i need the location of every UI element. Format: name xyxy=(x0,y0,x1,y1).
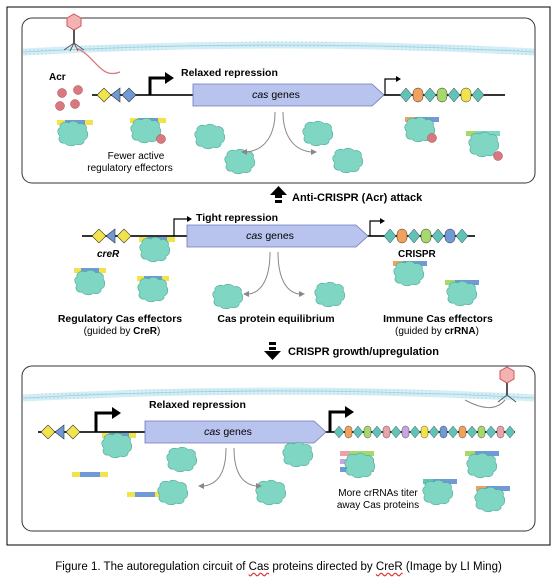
bot-promoter-head xyxy=(112,407,121,419)
top-crispr-promoter-head xyxy=(396,76,401,82)
bot-cas-operon xyxy=(144,420,327,444)
figure-caption: Figure 1. The autoregulation circuit of … xyxy=(0,561,557,573)
top-creR-repeat-2 xyxy=(121,87,137,103)
top-promoter-arrow xyxy=(148,76,165,95)
mid-operon-label: cas genes xyxy=(246,230,294,242)
top-creR-spacer xyxy=(110,87,121,103)
attack-arrow-label: Anti-CRISPR (Acr) attack xyxy=(292,192,423,204)
top-cas-operon xyxy=(192,83,385,107)
bot-crispr-promoter-head xyxy=(345,406,354,418)
acr-attack-arrow xyxy=(270,186,287,203)
mid-equilibrium-arrows xyxy=(243,251,305,297)
bot-creR-repeat-2 xyxy=(65,424,81,440)
caption-word-cas: Cas xyxy=(248,561,270,573)
immune-effectors-label: Immune Cas effectors xyxy=(383,313,493,325)
mid-regulatory-effectors xyxy=(74,268,169,303)
mid-creR-spacer xyxy=(105,228,116,244)
reg-effectors-sublabel: (guided by CreR) xyxy=(84,326,161,337)
bot-promoter-arrow xyxy=(94,411,112,432)
acr-proteins xyxy=(55,85,83,111)
bot-crispr-array xyxy=(333,425,516,439)
middle-section: creR Tight repression cas genes CRISPR xyxy=(58,212,493,337)
mid-crispr-promoter xyxy=(369,220,380,236)
equilibrium-label: Cas protein equilibrium xyxy=(217,313,334,325)
mid-creR-repeat-2 xyxy=(116,228,132,244)
caption-word-creR: CreR xyxy=(375,561,403,573)
bot-release-arrows xyxy=(198,447,262,489)
bottom-cell-outline xyxy=(21,365,536,532)
mid-bound-crRNA-tag2 xyxy=(167,237,175,242)
mid-bound-effector xyxy=(139,236,171,263)
mid-immune-effectors xyxy=(393,260,479,307)
mid-crispr-array xyxy=(383,228,469,244)
top-promoter-head xyxy=(165,72,174,84)
top-operon-label: cas genes xyxy=(252,89,300,101)
bot-note-line2: away Cas proteins xyxy=(337,500,419,511)
crispr-growth-arrow xyxy=(264,342,281,360)
top-release-arrows xyxy=(241,111,317,155)
mid-bound-crRNA-tag xyxy=(139,237,147,242)
reg-effectors-label: Regulatory Cas effectors xyxy=(58,313,182,325)
mid-promoter-label: Tight repression xyxy=(196,212,278,224)
bottom-membrane-edge xyxy=(22,390,535,399)
mid-cas-operon xyxy=(186,224,369,248)
caption-suffix: (Image by LI Ming) xyxy=(402,561,502,573)
top-immune-effectors xyxy=(404,116,503,161)
bot-promoter-label: Relaxed repression xyxy=(149,399,246,411)
top-crispr-array xyxy=(399,87,485,103)
crispr-label: CRISPR xyxy=(398,249,437,260)
acr-label: Acr xyxy=(49,72,66,83)
top-crispr-promoter xyxy=(384,78,396,95)
mid-promoter-arrow xyxy=(173,218,187,236)
mid-promoter-head xyxy=(187,216,192,222)
top-panel: Acr Relaxed repression cas genes xyxy=(21,13,536,184)
creR-label: creR xyxy=(97,249,120,260)
top-regulatory-effectors xyxy=(57,117,166,147)
bottom-phage-icon xyxy=(464,366,517,408)
top-note-line2: regulatory effectors xyxy=(87,163,172,174)
top-note-line1: Fewer active xyxy=(108,151,165,162)
immune-effectors-sublabel: (guided by crRNA) xyxy=(395,326,479,337)
phage-icon xyxy=(63,13,121,75)
bot-bound-effectors xyxy=(101,432,136,459)
caption-prefix: Figure 1. The autoregulation circuit of xyxy=(55,561,249,573)
growth-arrow-label: CRISPR growth/upregulation xyxy=(288,346,439,358)
bottom-panel: Relaxed repression cas genes xyxy=(21,365,536,532)
top-promoter-label: Relaxed repression xyxy=(181,67,278,79)
top-membrane-edge xyxy=(22,44,535,53)
caption-middle: proteins directed by xyxy=(269,561,376,573)
bot-note-line1: More crRNAs titer xyxy=(338,488,418,499)
bot-free-creR-rnas xyxy=(72,472,163,497)
bot-creR-spacer xyxy=(54,424,65,440)
bot-crispr-promoter xyxy=(328,410,345,432)
bot-immune-effectors xyxy=(340,451,510,513)
mid-crispr-promoter-head xyxy=(380,218,385,224)
bot-operon-label: cas genes xyxy=(204,426,252,438)
